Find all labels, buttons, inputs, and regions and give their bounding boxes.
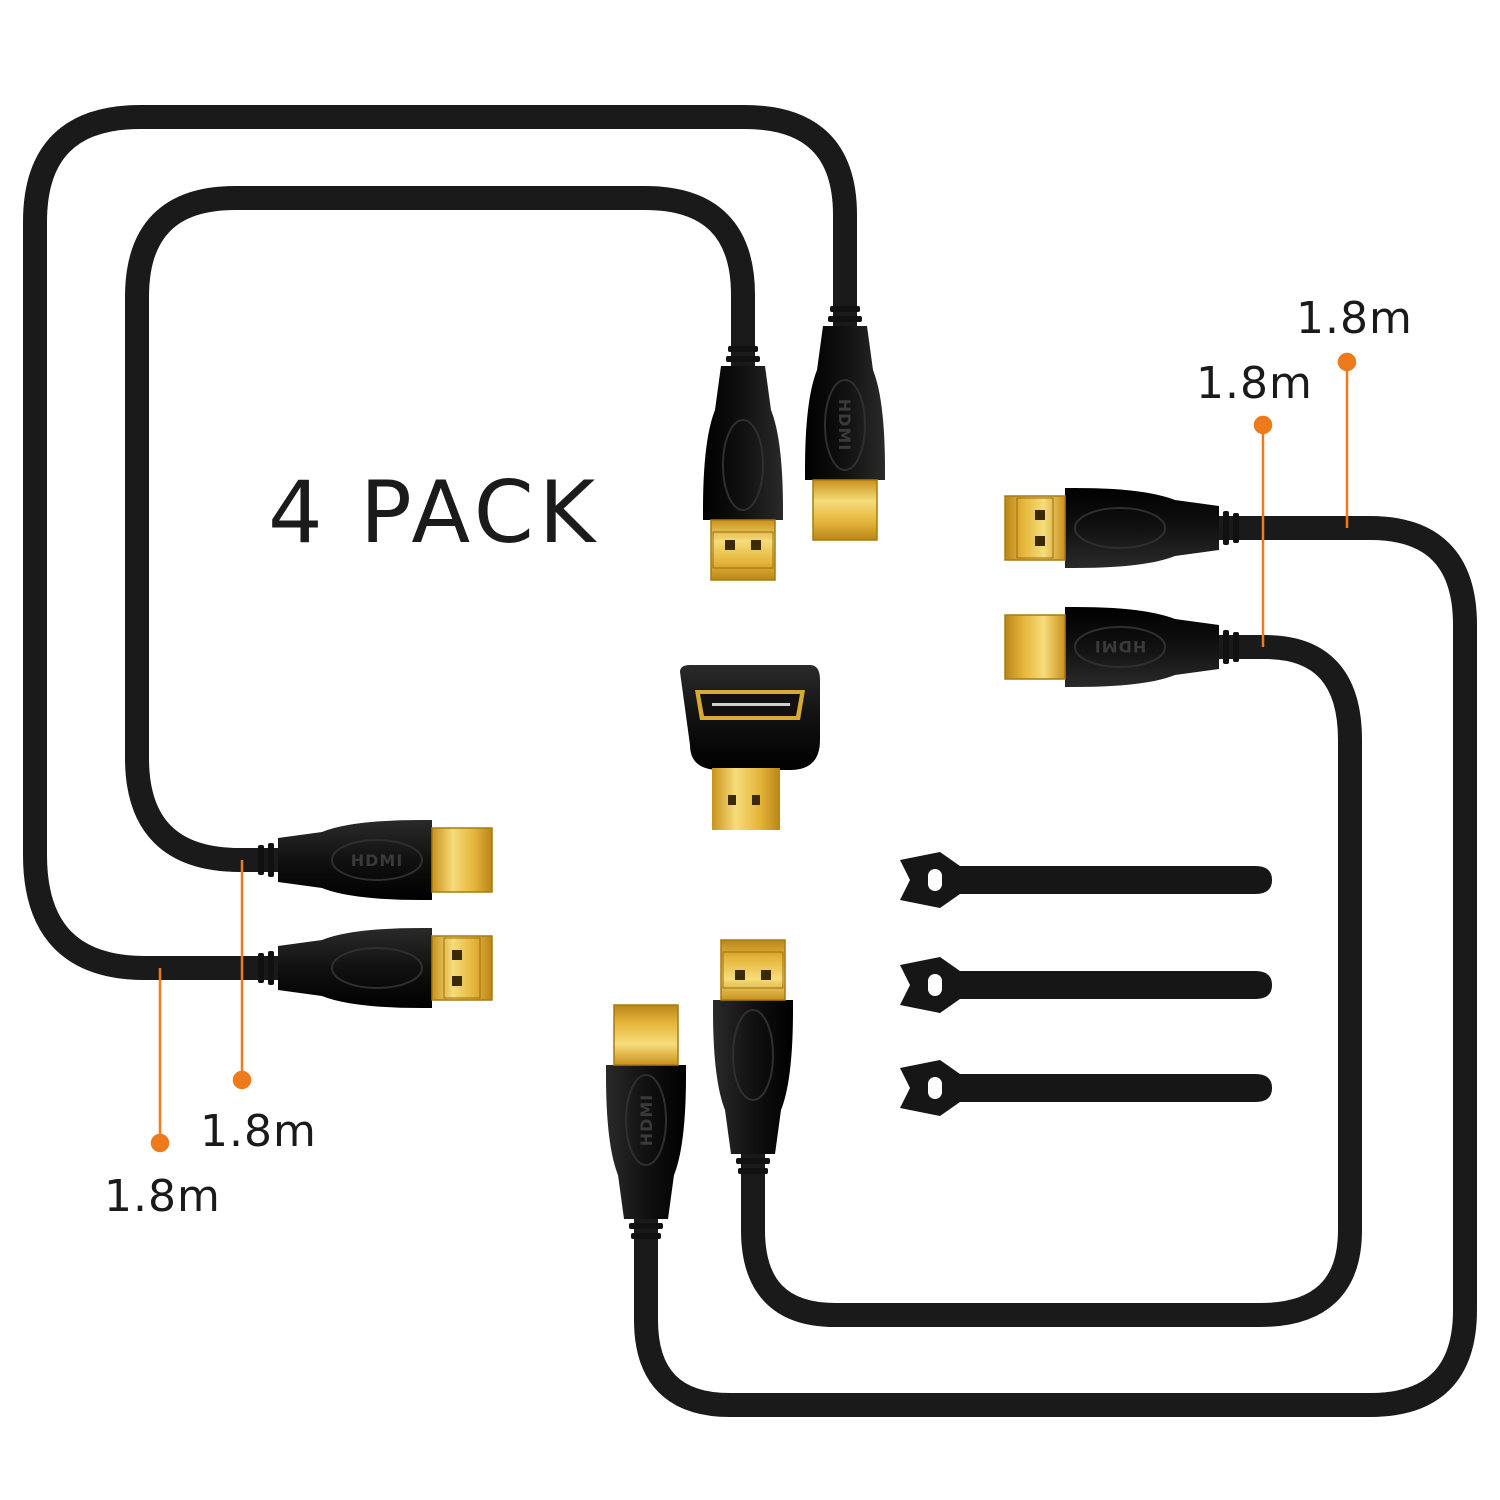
right-angle-adapter [680,665,820,830]
pack-count-headline: 4 PACK [268,463,601,563]
cable-ties [900,852,1272,1116]
length-label-top-right-outer: 1.8m [1296,293,1413,344]
cable-left-inner [125,186,755,872]
length-markers [150,352,1357,1153]
length-label-top-right-inner: 1.8m [1196,358,1313,409]
length-label-bottom-left-outer: 1.8m [104,1171,221,1222]
cable-left-outer [23,105,857,980]
cable-right-outer [634,516,1477,1417]
cable-right-inner [741,635,1362,1327]
length-label-bottom-left-inner: 1.8m [200,1106,317,1157]
